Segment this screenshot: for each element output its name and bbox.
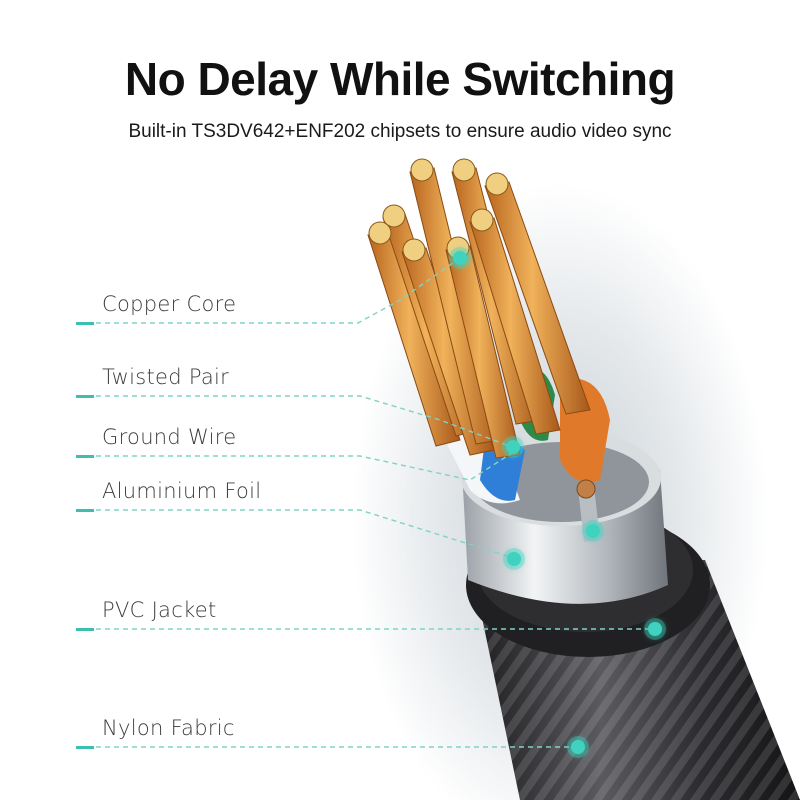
- aluminium-foil-marker: [507, 552, 521, 566]
- page-title: No Delay While Switching: [124, 53, 676, 105]
- page-subtitle: Built-in TS3DV642+ENF202 chipsets to ens…: [128, 121, 672, 142]
- callout-label: Ground Wire: [102, 425, 237, 449]
- ground-wire-marker: [586, 524, 600, 538]
- callout-label: Nylon Fabric: [102, 716, 235, 740]
- nylon-fabric-marker: [571, 740, 585, 754]
- pvc-jacket-marker: [648, 622, 662, 636]
- callout-label: Twisted Pair: [102, 365, 230, 389]
- callout-tick: [76, 395, 94, 398]
- callout-label: Aluminium Foil: [102, 479, 262, 503]
- twisted-pair-marker: [506, 440, 520, 454]
- callout-tick: [76, 509, 94, 512]
- callout-tick: [76, 455, 94, 458]
- copper-core-marker: [453, 251, 467, 265]
- callout-label: PVC Jacket: [102, 598, 217, 622]
- callout-tick: [76, 628, 94, 631]
- callout-label: Copper Core: [102, 292, 237, 316]
- callout-tick: [76, 322, 94, 325]
- callout-tick: [76, 746, 94, 749]
